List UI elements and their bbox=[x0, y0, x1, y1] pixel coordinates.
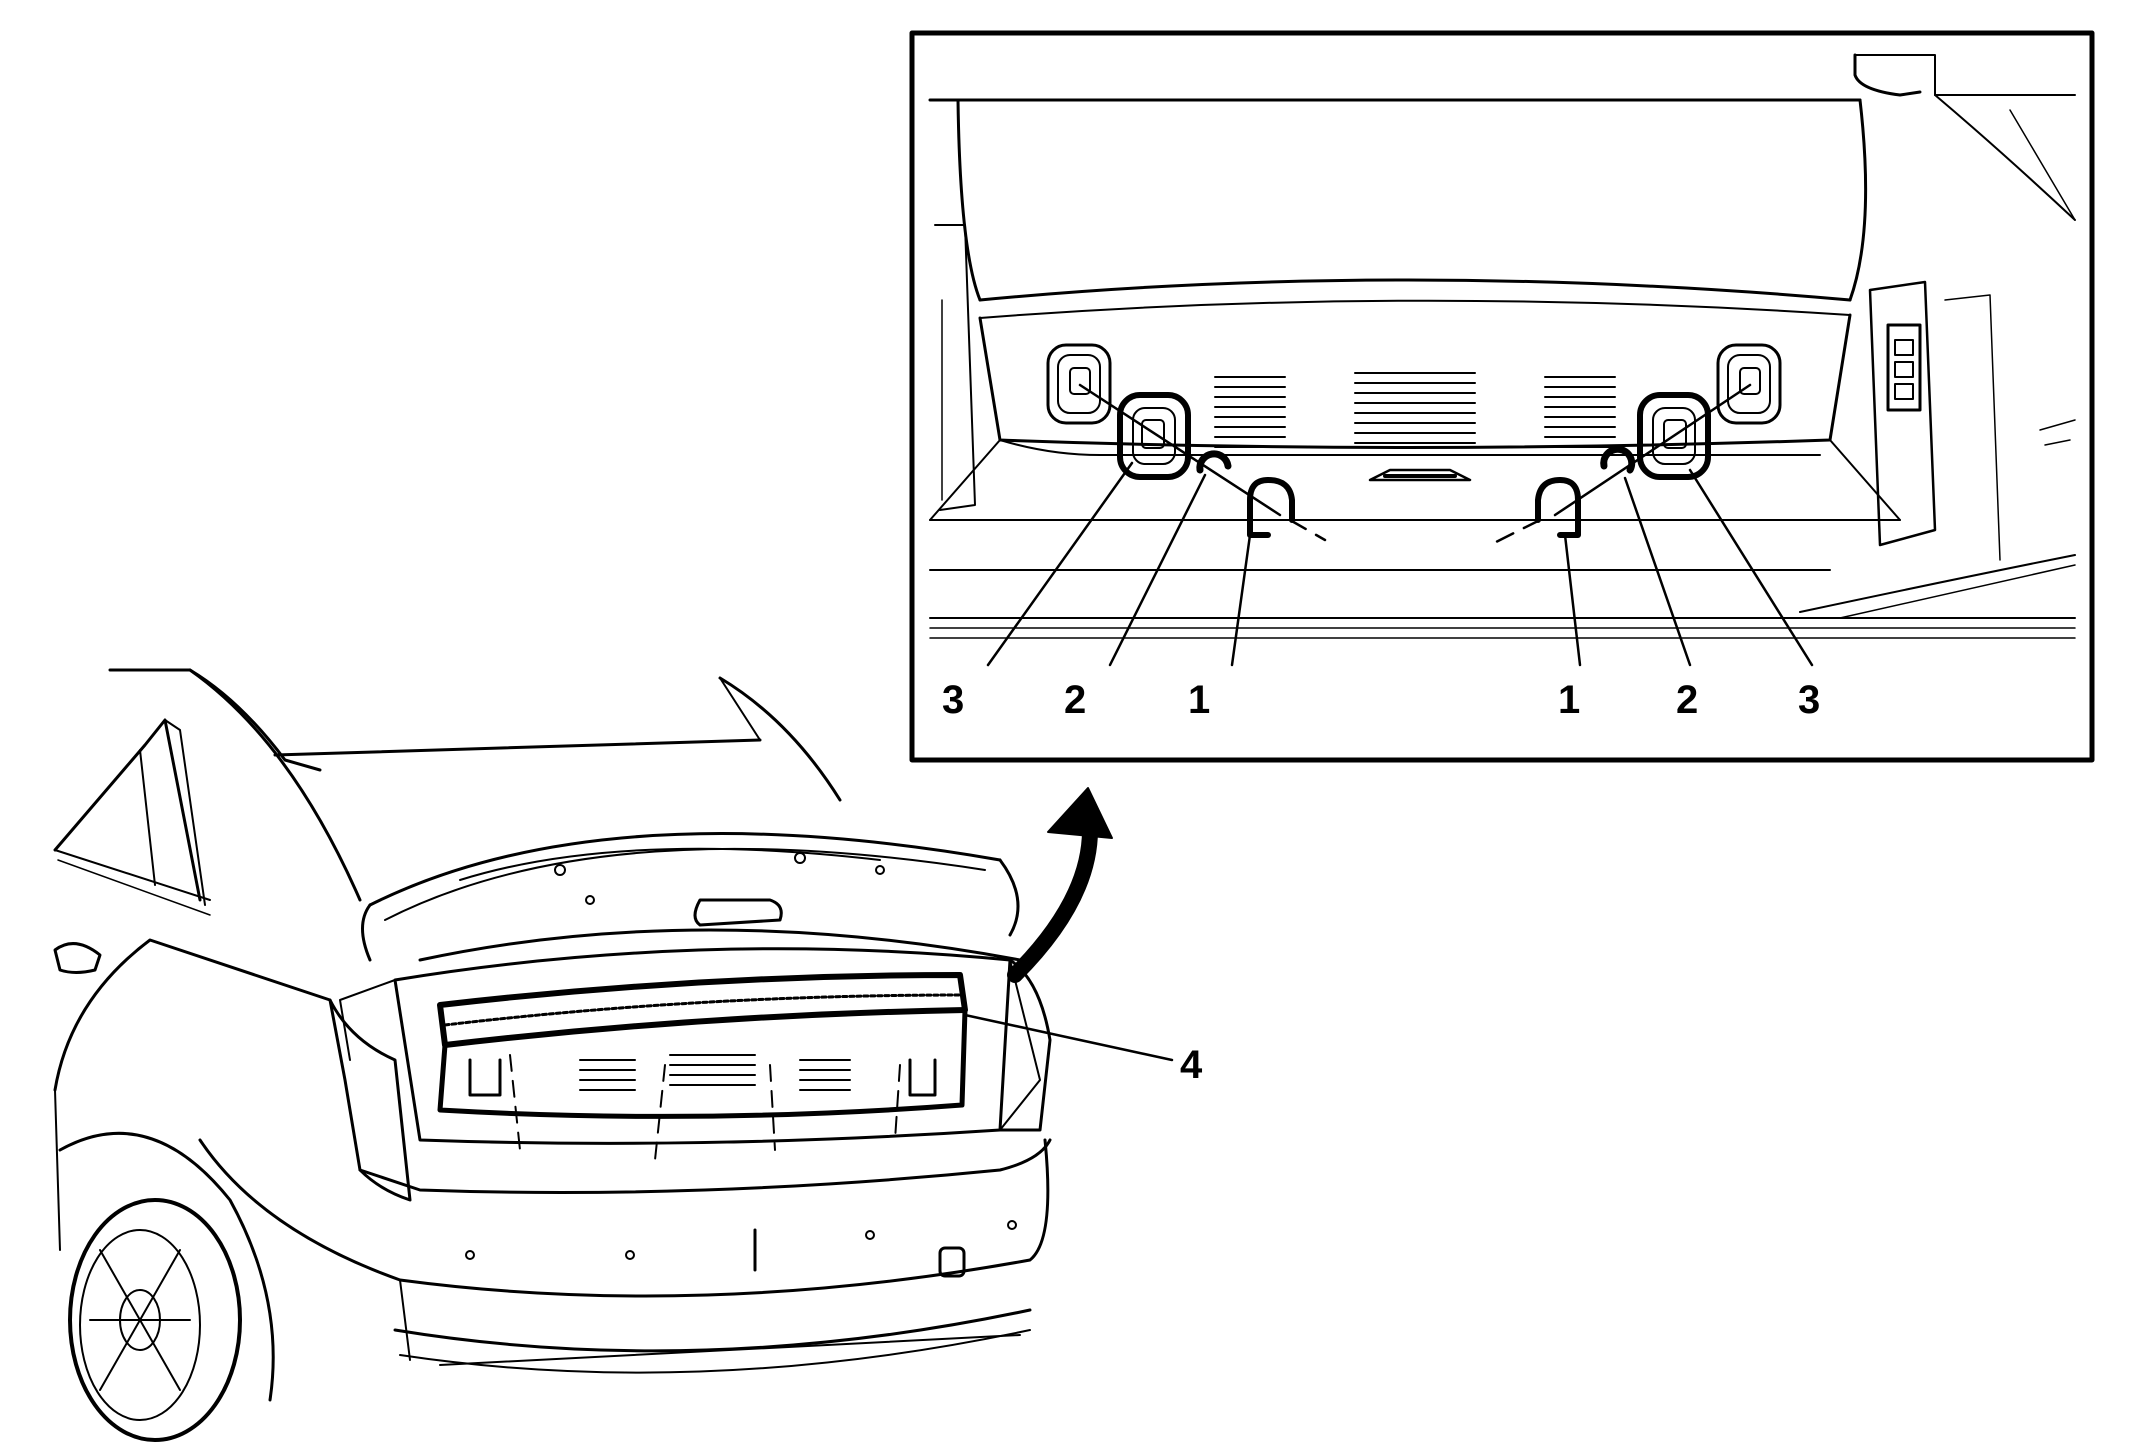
callout-main-4: 4 bbox=[1180, 1043, 1203, 1087]
detail-inset bbox=[909, 30, 2095, 763]
callout-detail-left-1: 1 bbox=[1188, 678, 1210, 722]
callout-detail-left-3: 3 bbox=[942, 678, 964, 722]
callout-detail-right-2: 2 bbox=[1676, 678, 1698, 722]
callout-detail-right-3: 3 bbox=[1798, 678, 1820, 722]
callout-detail-left-2: 2 bbox=[1064, 678, 1086, 722]
vehicle-rear-view bbox=[53, 668, 1174, 1442]
detail-inset-frame bbox=[909, 30, 2095, 763]
callout-detail-right-1: 1 bbox=[1558, 678, 1580, 722]
callout-labels: 3 2 1 1 2 3 4 bbox=[942, 678, 1820, 1087]
